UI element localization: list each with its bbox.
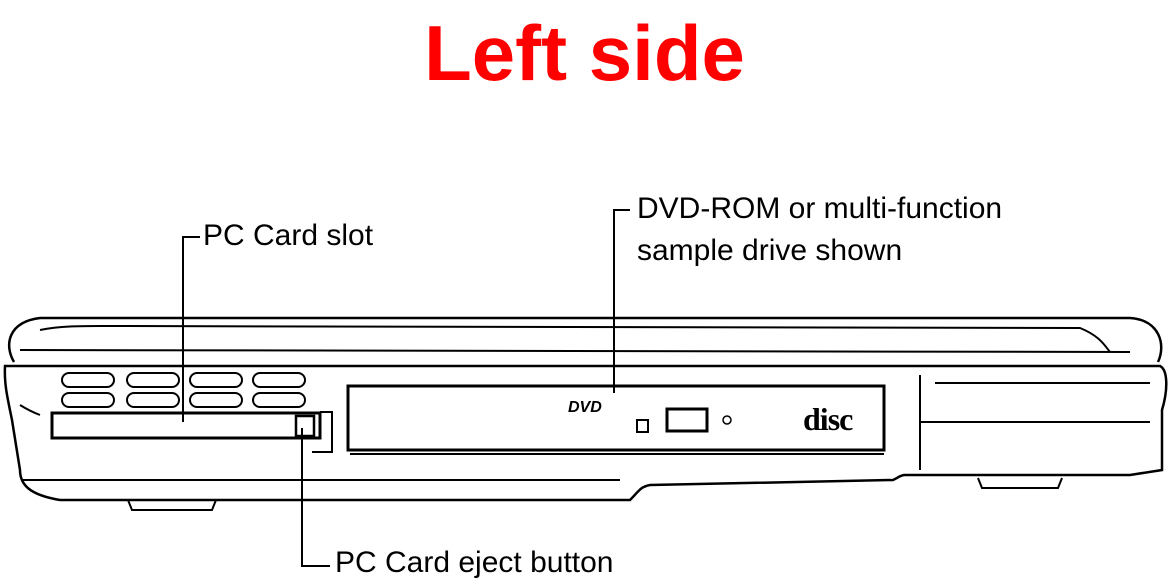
leader-dvd	[613, 209, 630, 393]
drive-activity-light	[636, 419, 649, 433]
laptop-base	[3, 364, 1168, 502]
dvd-logo: DVD	[568, 399, 602, 416]
leader-eject	[301, 428, 330, 567]
label-pc-card-eject: PC Card eject button	[335, 546, 614, 579]
leader-pc-card-slot	[182, 236, 200, 422]
optical-drive[interactable]	[346, 384, 886, 452]
label-dvd-line1: DVD-ROM or multi-function	[637, 192, 1003, 225]
foot-right	[977, 477, 1063, 489]
label-dvd-line2: sample drive shown	[637, 234, 903, 267]
label-pc-card-slot: PC Card slot	[203, 219, 374, 252]
drive-eject-button[interactable]	[665, 407, 709, 433]
laptop-lid	[7, 316, 1163, 363]
pc-card-eject-button[interactable]	[294, 414, 316, 438]
vents	[61, 372, 306, 408]
pc-card-slot[interactable]	[50, 411, 322, 440]
page-title: Left side	[424, 9, 745, 97]
disc-logo: disc	[803, 401, 853, 437]
foot-left	[127, 499, 217, 511]
manual-eject-hole	[722, 415, 732, 425]
